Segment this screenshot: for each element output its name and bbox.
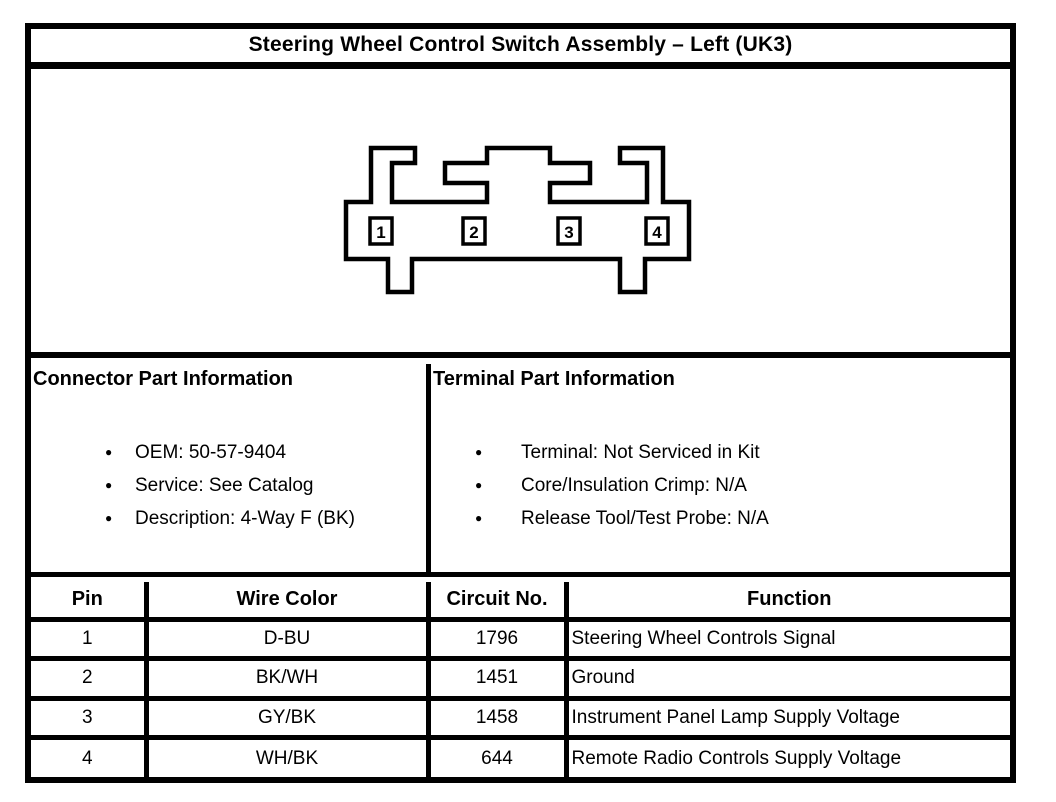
pinout-table-header: Pin Wire Color Circuit No. Function: [31, 582, 1010, 622]
connector-outline: [343, 145, 692, 295]
column-header-pin: Pin: [31, 582, 149, 622]
connector-part-information-list: OEM: 50-57-9404 Service: See Catalog Des…: [33, 436, 424, 535]
wire-color-cell: WH/BK: [143, 735, 431, 777]
terminal-part-information-header: Terminal Part Information: [433, 368, 675, 390]
pin-cell: 2: [31, 656, 149, 701]
pin-3-box: [556, 216, 582, 246]
list-item: Release Tool/Test Probe: N/A: [433, 502, 1008, 535]
table-row: 3 GY/BK 1458 Instrument Panel Lamp Suppl…: [31, 695, 1010, 740]
pin-1-box: [368, 216, 394, 246]
table-header-row: Pin Wire Color Circuit No. Function: [31, 582, 1010, 622]
pin-cell: 4: [31, 735, 149, 777]
pin-3-label: 3: [564, 223, 573, 242]
pin-4-label: 4: [652, 223, 662, 242]
pin-1-label: 1: [376, 223, 385, 242]
connector-part-information-header: Connector Part Information: [33, 368, 294, 390]
list-item: OEM: 50-57-9404: [33, 436, 424, 469]
wire-color-cell: D-BU: [143, 616, 431, 661]
part-information-section: Connector Part Information OEM: 50-57-94…: [31, 364, 1010, 577]
function-cell: Steering Wheel Controls Signal: [563, 616, 1010, 661]
list-item: Terminal: Not Serviced in Kit: [433, 436, 1008, 469]
circuit-no-cell: 1458: [425, 695, 569, 740]
circuit-no-cell: 1451: [425, 656, 569, 701]
pin-cell: 3: [31, 695, 149, 740]
terminal-part-information-box: Terminal Part Information Terminal: Not …: [431, 364, 1010, 572]
table-row: 2 BK/WH 1451 Ground: [31, 656, 1010, 701]
connector-diagram-area: 1 2 3 4: [31, 69, 1010, 358]
pinout-table: Pin Wire Color Circuit No. Function 1 D-…: [31, 582, 1010, 777]
wire-color-cell: GY/BK: [143, 695, 431, 740]
list-item: Core/Insulation Crimp: N/A: [433, 469, 1008, 502]
pin-cell: 1: [31, 616, 149, 661]
circuit-no-cell: 644: [425, 735, 569, 777]
pin-2-box: [461, 216, 487, 246]
connector-part-information-box: Connector Part Information OEM: 50-57-94…: [31, 364, 431, 572]
page-title: Steering Wheel Control Switch Assembly –…: [248, 33, 793, 56]
terminal-part-information-list: Terminal: Not Serviced in Kit Core/Insul…: [433, 436, 1008, 535]
function-cell: Instrument Panel Lamp Supply Voltage: [563, 695, 1010, 740]
pinout-table-body: 1 D-BU 1796 Steering Wheel Controls Sign…: [31, 616, 1010, 777]
table-row: 1 D-BU 1796 Steering Wheel Controls Sign…: [31, 616, 1010, 661]
table-row: 4 WH/BK 644 Remote Radio Controls Supply…: [31, 735, 1010, 777]
connector-diagram: 1 2 3 4: [343, 145, 692, 295]
function-cell: Remote Radio Controls Supply Voltage: [563, 735, 1010, 777]
title-bar: Steering Wheel Control Switch Assembly –…: [31, 29, 1010, 69]
pin-4-box: [644, 216, 670, 246]
column-header-circuit-no: Circuit No.: [425, 582, 569, 622]
document-frame: Steering Wheel Control Switch Assembly –…: [25, 23, 1016, 783]
column-header-function: Function: [563, 582, 1010, 622]
list-item: Description: 4-Way F (BK): [33, 502, 424, 535]
column-header-wire-color: Wire Color: [143, 582, 431, 622]
list-item: Service: See Catalog: [33, 469, 424, 502]
wire-color-cell: BK/WH: [143, 656, 431, 701]
pin-2-label: 2: [469, 223, 478, 242]
function-cell: Ground: [563, 656, 1010, 701]
circuit-no-cell: 1796: [425, 616, 569, 661]
